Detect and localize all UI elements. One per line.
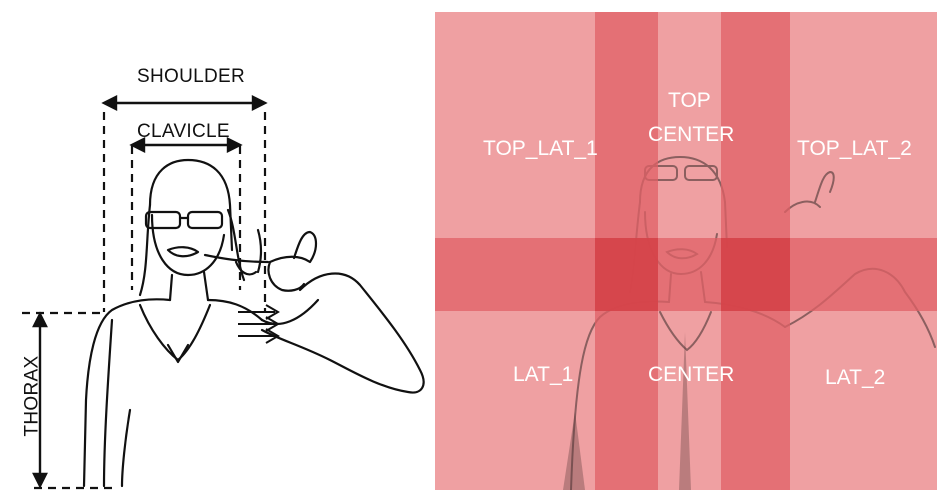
zone-lat-2: LAT_2 (825, 365, 885, 391)
shoulder-label: SHOULDER (137, 66, 245, 88)
signing-space-grid: TOP_LAT_1 TOP CENTER TOP_LAT_2 LAT_1 CEN… (435, 12, 937, 490)
zone-top-center-line1: TOP (668, 88, 711, 114)
zone-lat-1: LAT_1 (513, 362, 573, 388)
zone-top-center-line2: CENTER (648, 122, 734, 148)
zone-top-lat-1: TOP_LAT_1 (483, 136, 598, 162)
zone-center: CENTER (648, 362, 734, 388)
overlap-left (595, 238, 658, 311)
thorax-label: THORAX (21, 356, 43, 437)
clavicle-label: CLAVICLE (137, 121, 230, 143)
overlap-right (721, 238, 790, 311)
signer-diagram: SHOULDER CLAVICLE THORAX (0, 0, 430, 490)
shoulder-band (435, 238, 937, 311)
zone-top-lat-2: TOP_LAT_2 (797, 136, 912, 162)
